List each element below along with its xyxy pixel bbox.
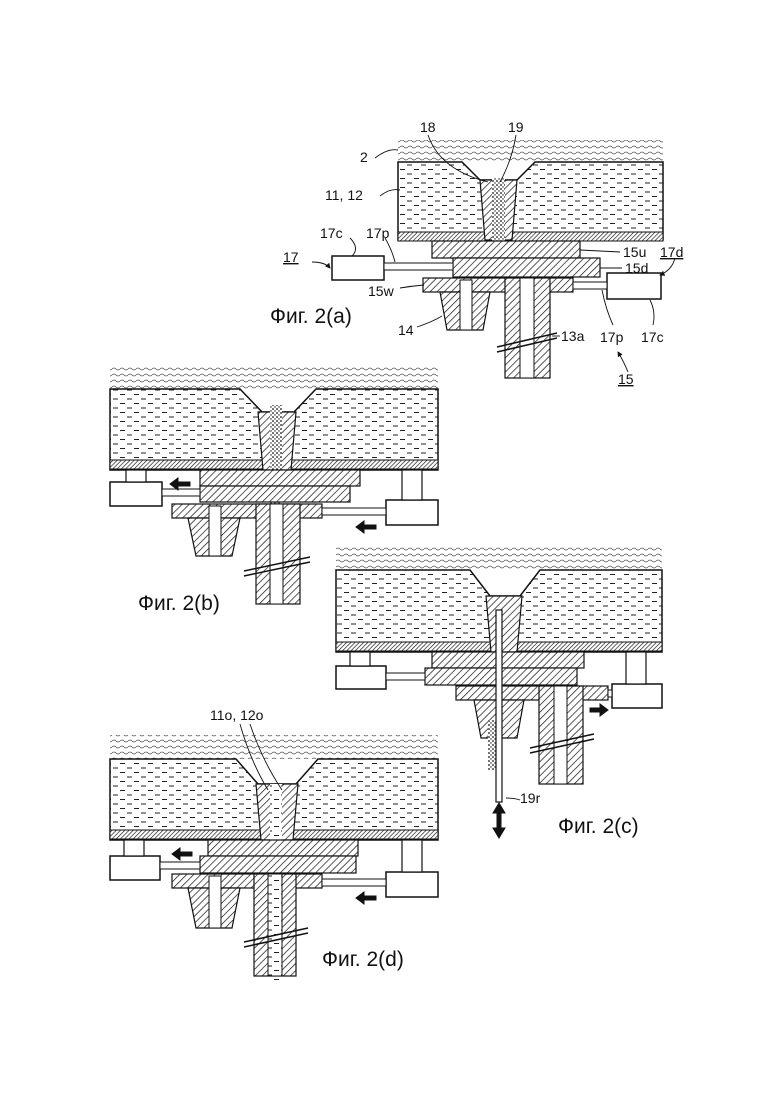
arrow-left-icon: [356, 521, 376, 533]
plate-15w-c: [456, 686, 608, 700]
double-arrow-icon: [493, 803, 505, 838]
tube-bore-d: [268, 874, 282, 976]
nozzle-14-bore-a: [460, 280, 472, 330]
actuator-left-b: [110, 482, 162, 506]
mount-right-b: [402, 470, 422, 500]
surface-melt-b: [110, 365, 438, 389]
plate-15d-a: [453, 258, 600, 277]
plate-15d-b: [200, 486, 350, 502]
actuator-right-c: [612, 684, 662, 708]
actuator-left-c: [336, 666, 386, 689]
mount-left-b: [126, 470, 146, 482]
rod-17p-left-a: [384, 263, 453, 270]
arrow-right-icon: [590, 704, 608, 716]
surface-melt-a: [398, 140, 663, 162]
rod-right-b: [322, 508, 386, 515]
arrow-left-icon: [172, 848, 192, 860]
figure-2d: 11o, 12o Фиг. 2(d): [110, 707, 438, 980]
label-15u: 15u: [623, 244, 646, 260]
label-15w: 15w: [368, 283, 395, 299]
actuator-right-b: [386, 500, 438, 525]
caption-fig-2d: Фиг. 2(d): [322, 948, 404, 971]
label-15: 15: [618, 371, 634, 387]
figure-2a: 18 19 2 11, 12 17c 17p 15u 17d 17 15d 15…: [270, 119, 683, 387]
mount-left-d: [124, 840, 144, 856]
surface-melt-c: [336, 546, 662, 570]
rod-19r: [496, 610, 502, 802]
label-13a: 13a: [561, 328, 585, 344]
plate-15u-c: [432, 652, 584, 668]
mount-left-c: [350, 652, 370, 666]
tube-13a-bore-a: [520, 278, 534, 378]
rod-right-d: [322, 879, 386, 886]
shell-plate-a: [398, 232, 663, 241]
plate-15u-a: [432, 241, 580, 258]
label-11-12: 11, 12: [325, 187, 363, 203]
arrow-left-icon: [356, 892, 376, 904]
mount-right-c: [626, 652, 646, 684]
label-15d: 15d: [625, 260, 648, 276]
tube-bore-b: [270, 504, 283, 604]
label-19: 19: [508, 119, 524, 135]
plate-15w-d: [172, 874, 322, 888]
rod-left-c: [386, 673, 425, 680]
rod-left-b: [162, 489, 200, 496]
caption-fig-2c: Фиг. 2(c): [558, 815, 639, 838]
rod-left-d: [160, 862, 200, 869]
label-11o-12o: 11o, 12o: [210, 707, 264, 723]
surface-melt-d: [110, 735, 438, 759]
caption-fig-2a: Фиг. 2(a): [270, 305, 352, 328]
actuator-right-d: [386, 872, 438, 897]
actuator-17c-right-a: [607, 273, 661, 299]
tube-bore-c: [554, 686, 567, 784]
caption-fig-2b: Фиг. 2(b): [138, 592, 220, 615]
label-17c-left: 17c: [320, 225, 343, 241]
label-18: 18: [420, 119, 436, 135]
label-19r: 19r: [520, 790, 541, 806]
actuator-17c-left-a: [332, 256, 384, 280]
nozzle-14-bore-b: [209, 506, 221, 556]
actuator-left-d: [110, 856, 160, 880]
nozzle-14-bore-d: [209, 876, 221, 928]
plate-15u-b: [200, 470, 360, 486]
stream-19-a: [492, 178, 505, 248]
arrow-left-icon: [170, 478, 190, 490]
mount-right-d: [402, 840, 422, 872]
label-17p-right: 17p: [600, 329, 624, 345]
rod-17p-right-a: [573, 282, 607, 289]
label-17: 17: [283, 249, 299, 265]
nozzle-c: [486, 596, 522, 652]
label-14: 14: [398, 322, 414, 338]
plate-15u-d: [208, 840, 358, 856]
label-17c-right: 17c: [641, 329, 664, 345]
label-17d: 17d: [660, 244, 683, 260]
plate-15d-d: [200, 856, 356, 873]
vessel-wall-a: [398, 162, 663, 240]
label-2: 2: [360, 149, 368, 165]
label-17p-left: 17p: [366, 225, 390, 241]
